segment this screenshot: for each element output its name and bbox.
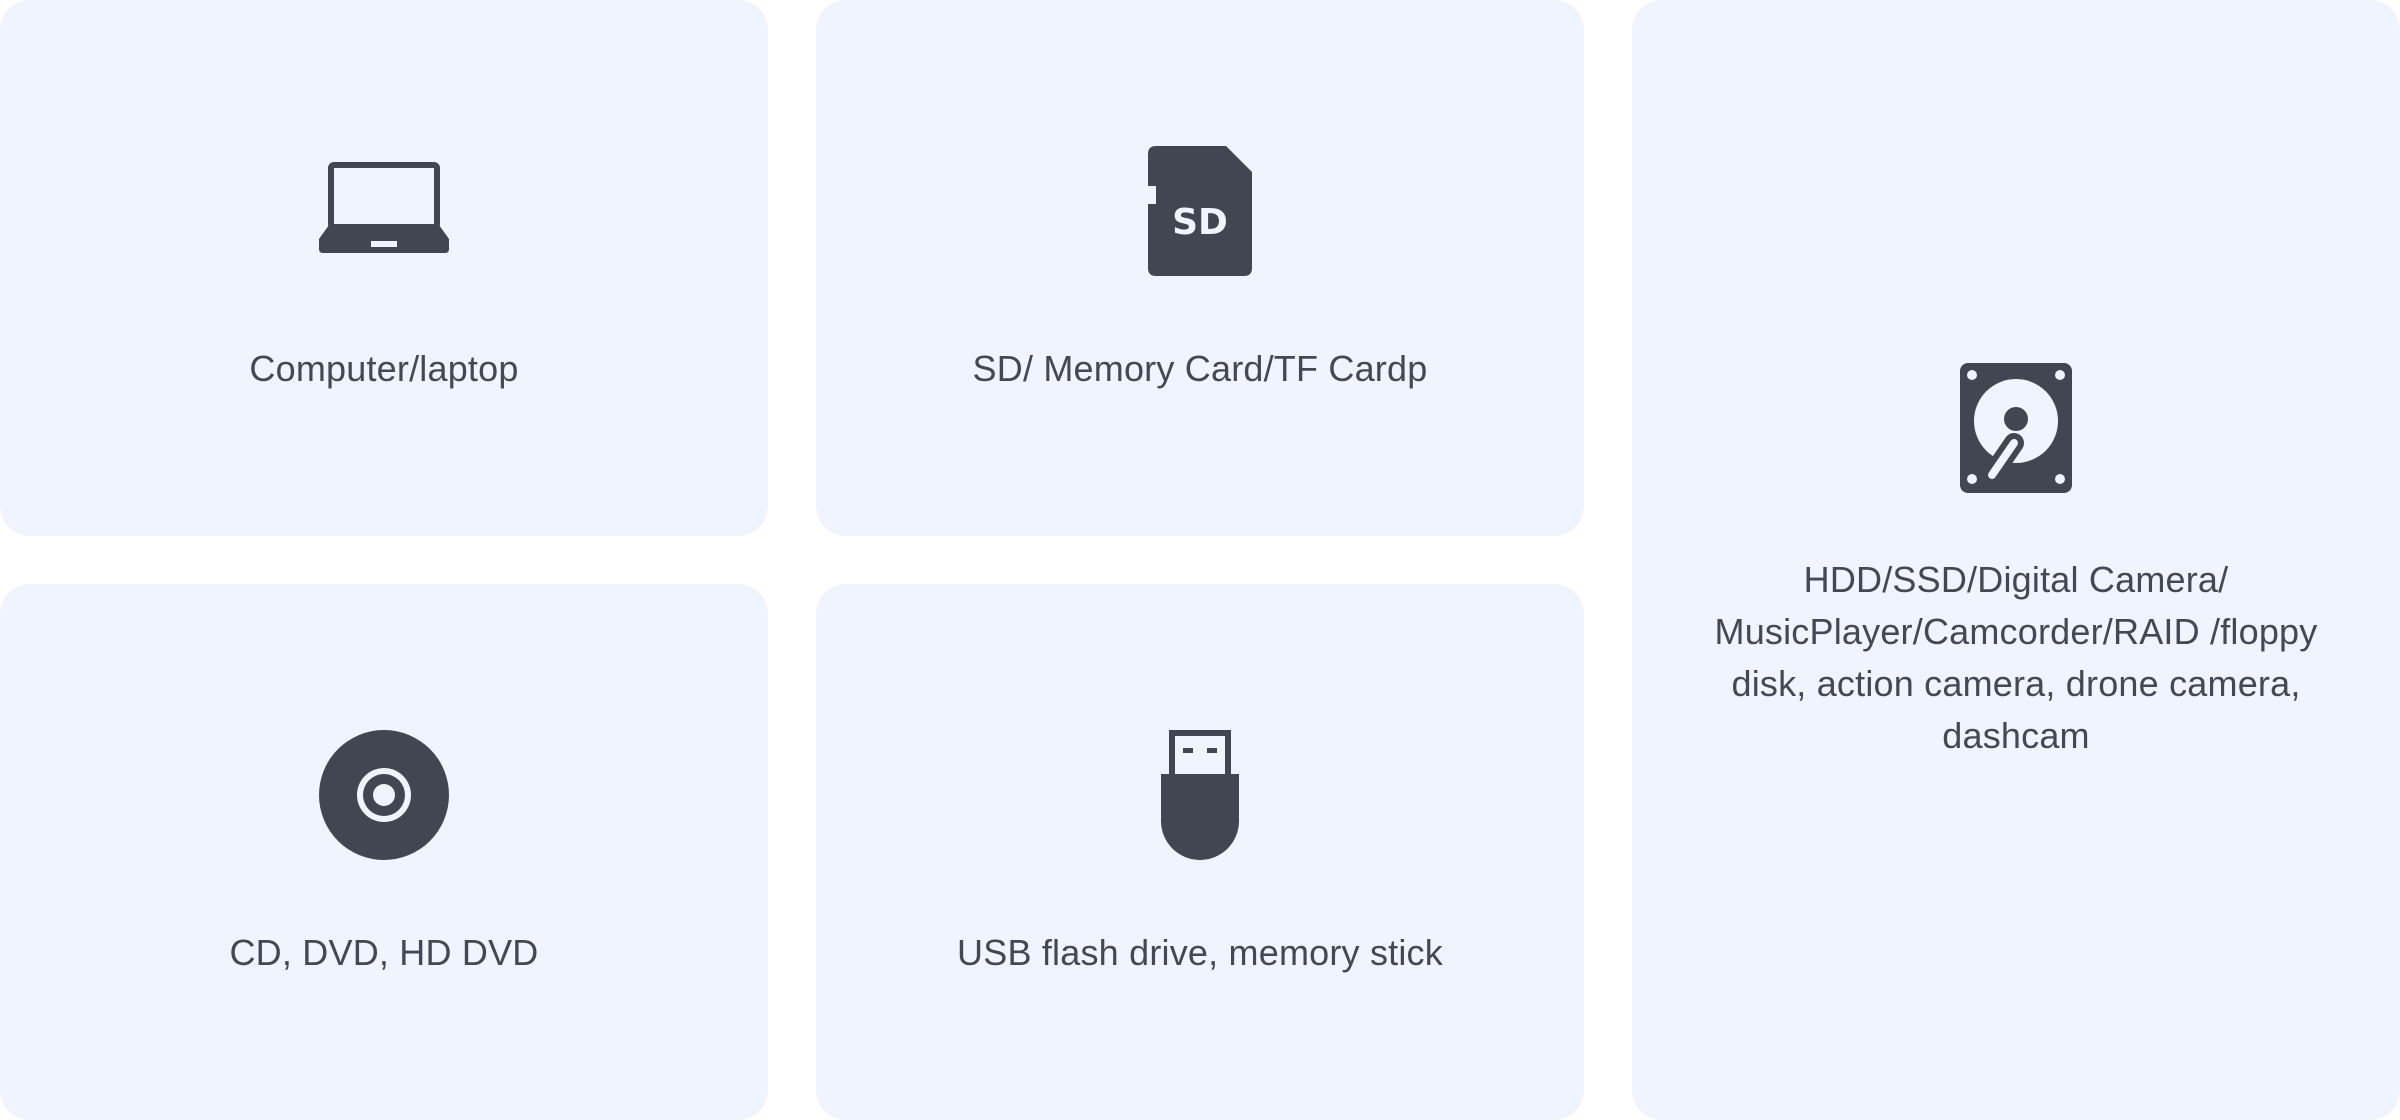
card-cd-dvd[interactable]: CD, DVD, HD DVD [0,584,768,1120]
card-usb-flash-drive[interactable]: USB flash drive, memory stick [816,584,1584,1120]
card-sd-memory-card[interactable]: SD SD/ Memory Card/TF Cardp [816,0,1584,536]
card-hdd-ssd[interactable]: HDD/SSD/Digital Camera/ MusicPlayer/Camc… [1632,0,2400,1120]
card-label: USB flash drive, memory stick [957,932,1443,973]
card-label: HDD/SSD/Digital Camera/ MusicPlayer/Camc… [1714,559,2318,756]
sd-card-icon: SD [1130,141,1270,281]
card-label: Computer/laptop [249,348,519,389]
card-label: CD, DVD, HD DVD [229,932,539,973]
card-computer-laptop[interactable]: Computer/laptop [0,0,768,536]
hard-drive-icon [1946,358,2086,498]
disc-icon [314,725,454,865]
laptop-icon [314,141,454,281]
usb-drive-icon [1130,725,1270,865]
sd-card-text: SD [1172,202,1228,243]
card-label: SD/ Memory Card/TF Cardp [972,348,1428,389]
